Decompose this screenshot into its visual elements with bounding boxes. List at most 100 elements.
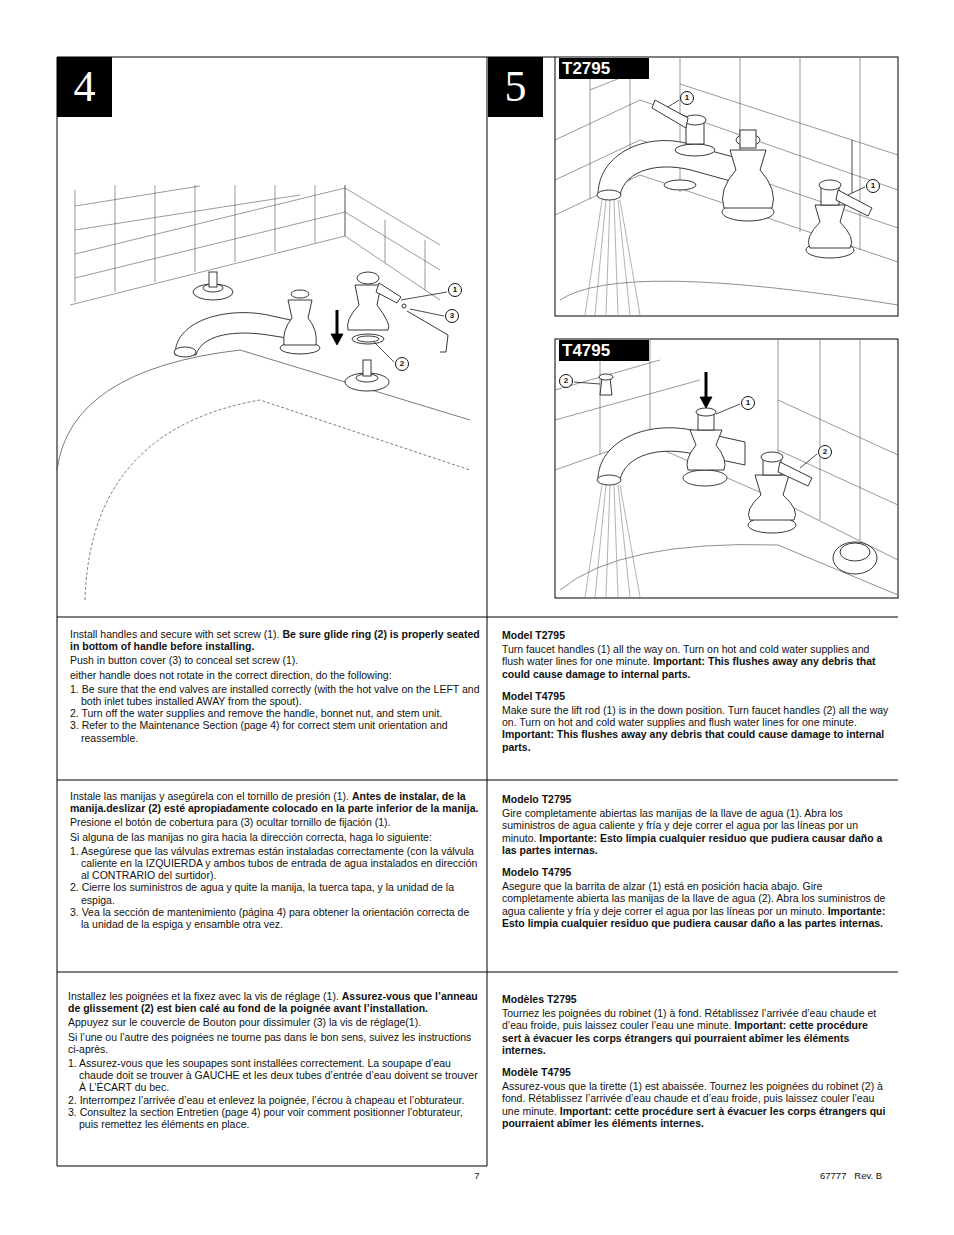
page-grid — [57, 780, 898, 781]
faucet-parts — [174, 347, 196, 357]
page-grid — [57, 972, 898, 973]
leader-line — [374, 100, 865, 468]
instruction-text: either handle does not rotate in the cor… — [70, 669, 392, 681]
tile-wall — [70, 185, 440, 305]
paragraph: Modèles T2795 — [502, 993, 890, 1005]
water-stream — [606, 200, 610, 315]
leader-line — [410, 309, 444, 316]
paragraph: Si l’une ou l’autre des poignées ne tour… — [68, 1031, 483, 1055]
instruction-text: Make sure the lift rod (1) is in the dow… — [502, 704, 888, 728]
instruction-text: 2. Cierre los suministros de agua y quit… — [70, 881, 454, 905]
leader-line — [716, 404, 740, 414]
page-grid — [57, 1166, 487, 1167]
instruction-text: Instale las manijas y asegúrela con el t… — [70, 790, 349, 802]
callout-circle: 1 — [680, 91, 694, 105]
paragraph: Model T4795 — [502, 690, 890, 702]
tile-wall — [75, 190, 76, 302]
leader-line — [852, 140, 853, 193]
paragraph: Si alguna de las manijas no gira hacia l… — [70, 831, 480, 843]
instruction-text: 1. Asegúrese que las válvulas extremas e… — [70, 845, 477, 881]
bathtub-outline — [85, 400, 470, 600]
paragraph: Modelo T2795 — [502, 793, 890, 805]
callout-circle: 2 — [818, 445, 832, 459]
direction-arrow — [336, 310, 339, 335]
page-grid — [57, 57, 487, 58]
tile-wall — [345, 185, 346, 236]
page-grid — [57, 617, 898, 618]
tile-wall — [235, 185, 236, 262]
faucet-parts — [174, 272, 448, 391]
page-number: 7 — [474, 1170, 479, 1181]
list-item: 2. Turn off the water supplies and remov… — [70, 707, 480, 719]
water-stream — [606, 485, 610, 597]
callout-circle: 2 — [395, 357, 409, 371]
instruction-cell: Instale las manijas y asegúrela con el t… — [70, 790, 480, 930]
faucet-t4795 — [687, 430, 725, 470]
faucet-parts — [284, 300, 317, 345]
paragraph: Instale las manijas y asegúrela con el t… — [70, 790, 480, 814]
faucet-parts — [352, 334, 384, 344]
instruction-text: Si alguna de las manijas no gira hacia l… — [70, 831, 432, 843]
faucet-t4795 — [761, 452, 783, 462]
tile-wall — [680, 84, 898, 155]
instruction-text: Si l’une ou l’autre des poignées ne tour… — [68, 1031, 471, 1055]
faucet-parts — [357, 336, 379, 342]
leader-line — [848, 187, 865, 195]
tile-wall — [315, 185, 316, 243]
water-stream — [620, 200, 640, 315]
leader-line — [374, 342, 394, 362]
leader-line — [401, 292, 447, 300]
direction-arrow — [331, 334, 343, 345]
tile-wall — [75, 212, 440, 278]
leader-line — [800, 454, 817, 468]
tile-wall — [70, 236, 440, 305]
faucet-t2795 — [808, 205, 851, 248]
direction-arrow — [700, 397, 712, 408]
tile-wall — [590, 58, 591, 199]
faucet-t2795 — [598, 141, 745, 195]
paragraph: Model T2795 — [502, 629, 890, 641]
paragraph: Modelo T4795 — [502, 866, 890, 878]
paragraph: Assurez-vous que la tirette (1) est abai… — [502, 1080, 890, 1129]
tile-wall — [560, 281, 898, 305]
model-label-bar: T2795 — [559, 58, 649, 79]
instruction-text: 1. Be sure that the end valves are insta… — [70, 683, 480, 707]
callout-circle: 1 — [741, 396, 755, 410]
paragraph: Modèle T4795 — [502, 1066, 890, 1078]
callout-number: 1 — [453, 286, 457, 294]
tile-wall — [195, 185, 196, 272]
callout-circle: 2 — [559, 374, 573, 388]
tile-wall — [778, 339, 898, 560]
callout-number: 2 — [400, 360, 404, 368]
step-number-box: 4 — [57, 57, 112, 117]
tile-wall — [860, 339, 861, 540]
faucet-t2795 — [836, 190, 872, 216]
water-stream — [614, 200, 618, 315]
list-item: 3. Consultez la section Entretien (page … — [68, 1106, 483, 1130]
instruction-emphasis: Modelo T4795 — [502, 866, 571, 878]
water-stream — [585, 200, 602, 315]
leader-line — [668, 100, 679, 107]
faucet-t2795 — [664, 180, 696, 190]
faucet-parts — [363, 360, 371, 376]
instruction-text: 3. Consultez la section Entretien (page … — [68, 1106, 463, 1130]
instruction-text: Push in button cover (3) to conceal set … — [70, 654, 298, 666]
instruction-text: Installez les poignées et la fixez avec … — [68, 990, 339, 1002]
faucet-t2795 — [597, 190, 621, 200]
paragraph: Gire completamente abiertas las manijas … — [502, 807, 890, 856]
faucet-t4795 — [778, 462, 812, 486]
paragraph: Push in button cover (3) to conceal set … — [70, 654, 480, 666]
model-name: T4795 — [562, 342, 610, 359]
tile-wall — [155, 185, 156, 282]
callout-number: 1 — [871, 182, 875, 190]
instruction-text: 1. Assurez-vous que les soupapes sont in… — [68, 1057, 478, 1093]
direction-arrow — [331, 310, 712, 408]
tile-wall — [820, 339, 821, 520]
faucet-parts — [376, 283, 401, 303]
faucet-t4795 — [597, 374, 877, 574]
callout-number: 2 — [823, 448, 827, 456]
callout-number: 1 — [685, 94, 689, 102]
instruction-cell: Modelo T2795Gire completamente abiertas … — [502, 793, 890, 931]
